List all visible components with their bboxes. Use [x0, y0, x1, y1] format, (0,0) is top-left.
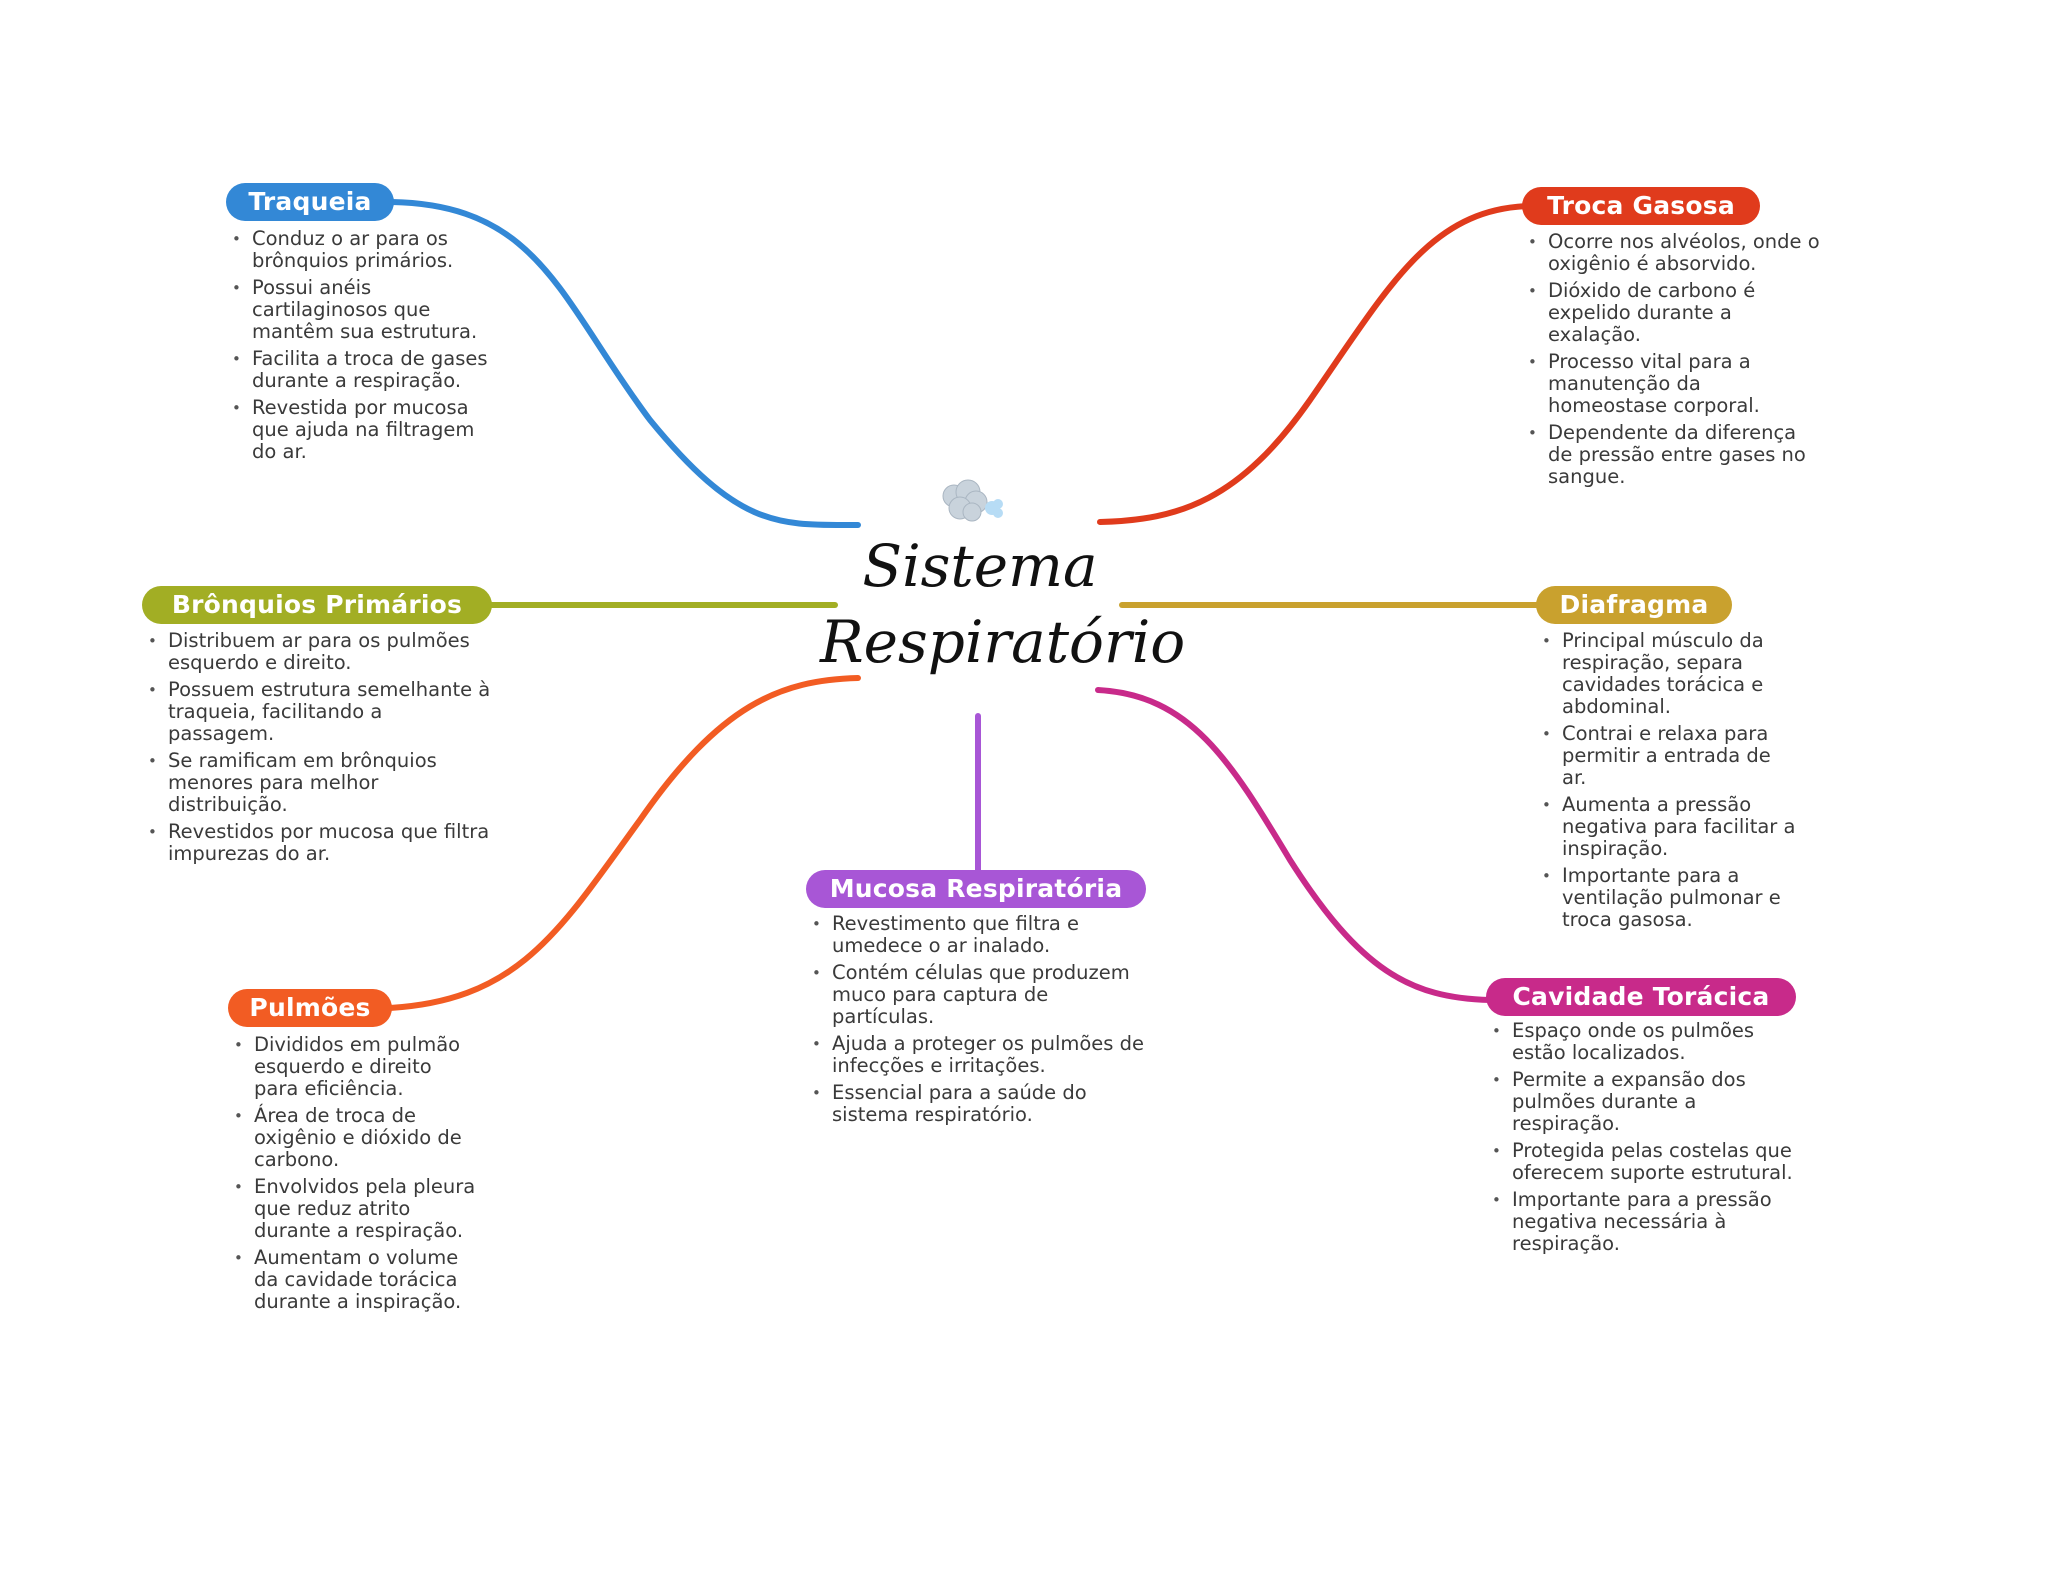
detail-item: Envolvidos pela pleura que reduz atrito … — [230, 1176, 480, 1242]
connector-troca — [1097, 203, 1531, 525]
detail-item: Revestidos por mucosa que filtra impurez… — [144, 821, 494, 865]
traqueia-details: Conduz o ar para os brônquios primários.… — [228, 228, 488, 468]
detail-item: Possui anéis cartilaginosos que mantêm s… — [228, 277, 488, 343]
detail-item: Distribuem ar para os pulmões esquerdo e… — [144, 630, 494, 674]
detail-item: Conduz o ar para os brônquios primários. — [228, 228, 488, 272]
central-title-line2: Respiratório — [820, 608, 1186, 676]
detail-item: Possuem estrutura semelhante à traqueia,… — [144, 679, 494, 745]
central-title: Sistema Respiratório — [820, 528, 1186, 680]
central-title-line1: Sistema — [862, 532, 1098, 600]
topic-traqueia[interactable]: Traqueia — [226, 183, 394, 221]
detail-item: Processo vital para a manutenção da home… — [1524, 351, 1824, 417]
detail-item: Essencial para a saúde do sistema respir… — [808, 1082, 1148, 1126]
detail-item: Ajuda a proteger os pulmões de infecções… — [808, 1033, 1148, 1077]
cavidade-details: Espaço onde os pulmões estão localizados… — [1488, 1020, 1798, 1260]
diafragma-details: Principal músculo da respiração, separa … — [1538, 630, 1800, 936]
connector-traqueia — [389, 199, 861, 529]
detail-item: Dependente da diferença de pressão entre… — [1524, 422, 1824, 488]
troca-details: Ocorre nos alvéolos, onde o oxigênio é a… — [1524, 231, 1824, 493]
detail-item: Contém células que produzem muco para ca… — [808, 962, 1148, 1028]
detail-item: Importante para a ventilação pulmonar e … — [1538, 865, 1800, 931]
detail-item: Importante para a pressão negativa neces… — [1488, 1189, 1798, 1255]
detail-item: Aumentam o volume da cavidade torácica d… — [230, 1247, 480, 1313]
topic-cavidade-toracica[interactable]: Cavidade Torácica — [1486, 978, 1796, 1016]
connector-pulmoes — [387, 675, 861, 1011]
connector-cavidade — [1095, 687, 1493, 1003]
topic-pulmoes[interactable]: Pulmões — [228, 989, 392, 1027]
topic-mucosa-respiratoria[interactable]: Mucosa Respiratória — [806, 870, 1146, 908]
detail-item: Se ramificam em brônquios menores para m… — [144, 750, 494, 816]
detail-item: Permite a expansão dos pulmões durante a… — [1488, 1069, 1798, 1135]
detail-item: Protegida pelas costelas que oferecem su… — [1488, 1140, 1798, 1184]
pulmoes-details: Divididos em pulmão esquerdo e direito p… — [230, 1034, 480, 1318]
mucosa-details: Revestimento que filtra e umedece o ar i… — [808, 913, 1148, 1131]
topic-diafragma[interactable]: Diafragma — [1536, 586, 1732, 624]
detail-item: Dióxido de carbono é expelido durante a … — [1524, 280, 1824, 346]
detail-item: Área de troca de oxigênio e dióxido de c… — [230, 1105, 480, 1171]
detail-item: Principal músculo da respiração, separa … — [1538, 630, 1800, 718]
detail-item: Facilita a troca de gases durante a resp… — [228, 348, 488, 392]
detail-item: Ocorre nos alvéolos, onde o oxigênio é a… — [1524, 231, 1824, 275]
detail-item: Revestimento que filtra e umedece o ar i… — [808, 913, 1148, 957]
detail-item: Divididos em pulmão esquerdo e direito p… — [230, 1034, 480, 1100]
detail-item: Contrai e relaxa para permitir a entrada… — [1538, 723, 1800, 789]
cloud-puff-icon — [942, 479, 1003, 522]
bronquios-details: Distribuem ar para os pulmões esquerdo e… — [144, 630, 494, 870]
detail-item: Espaço onde os pulmões estão localizados… — [1488, 1020, 1798, 1064]
topic-bronquios-primarios[interactable]: Brônquios Primários — [142, 586, 492, 624]
detail-item: Revestida por mucosa que ajuda na filtra… — [228, 397, 488, 463]
topic-troca-gasosa[interactable]: Troca Gasosa — [1522, 187, 1760, 225]
detail-item: Aumenta a pressão negativa para facilita… — [1538, 794, 1800, 860]
